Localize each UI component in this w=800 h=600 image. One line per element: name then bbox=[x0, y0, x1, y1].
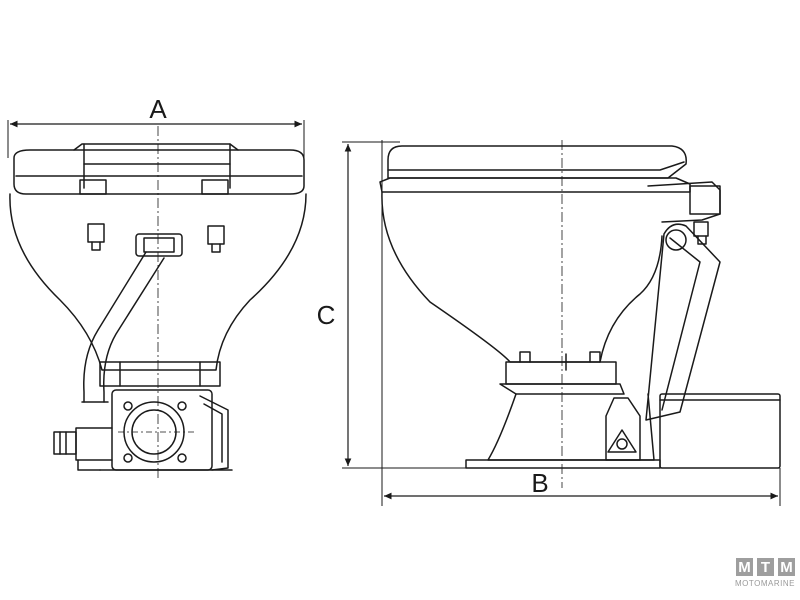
dimension-c-label: C bbox=[317, 300, 336, 330]
side-view bbox=[379, 145, 781, 469]
front-bowl bbox=[9, 193, 307, 371]
watermark-letter-3: M bbox=[780, 559, 793, 576]
dimension-a: A bbox=[7, 94, 305, 158]
watermark-text: MOTOMARINE bbox=[735, 579, 795, 588]
dimension-a-label: A bbox=[149, 94, 167, 124]
watermark-letter-1: M bbox=[738, 559, 751, 576]
front-seat bbox=[13, 149, 305, 195]
side-bowl bbox=[381, 191, 663, 363]
side-motor bbox=[659, 393, 781, 469]
front-view bbox=[9, 143, 307, 471]
motomarine-watermark: M T M MOTOMARINE bbox=[735, 558, 795, 588]
side-seat bbox=[387, 145, 687, 179]
front-discharge-hose bbox=[83, 251, 165, 403]
dimension-c: C bbox=[317, 141, 470, 469]
watermark-letter-2: T bbox=[761, 559, 770, 576]
dimension-b: B bbox=[384, 468, 781, 506]
dimension-b-label: B bbox=[531, 468, 548, 498]
